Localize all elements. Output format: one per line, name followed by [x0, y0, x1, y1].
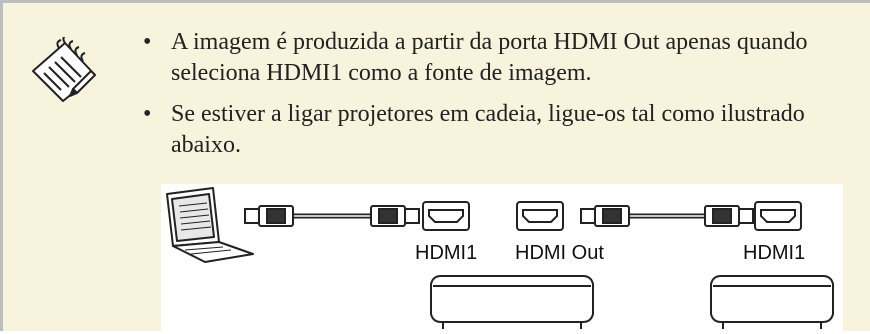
port-label: HDMI Out	[515, 242, 604, 264]
laptop-icon	[166, 187, 254, 263]
projector-icon	[430, 275, 594, 329]
hdmi-port-icon	[754, 201, 802, 231]
hdmi-port-icon	[516, 201, 564, 231]
bullet-item: • A imagem é produzida a partir da porta…	[143, 27, 853, 89]
notepad-pencil-icon	[25, 34, 105, 105]
port-label: HDMI1	[743, 242, 805, 264]
bullet-item: • Se estiver a ligar projetores em cadei…	[143, 99, 853, 161]
hdmi-cable-icon	[580, 205, 754, 227]
projector-icon	[710, 275, 834, 329]
bullet-text: Se estiver a ligar projetores em cadeia,…	[171, 101, 805, 158]
bullet-text: A imagem é produzida a partir da porta H…	[171, 29, 808, 86]
hdmi-port-icon	[422, 201, 470, 231]
bullet-marker: •	[143, 29, 152, 55]
note-bullet-list: • A imagem é produzida a partir da porta…	[143, 27, 853, 171]
connection-diagram: HDMI1 HDMI Out HDMI1	[161, 184, 843, 334]
hdmi-cable-icon	[244, 205, 420, 227]
bullet-marker: •	[143, 101, 152, 127]
port-label: HDMI1	[415, 242, 477, 264]
